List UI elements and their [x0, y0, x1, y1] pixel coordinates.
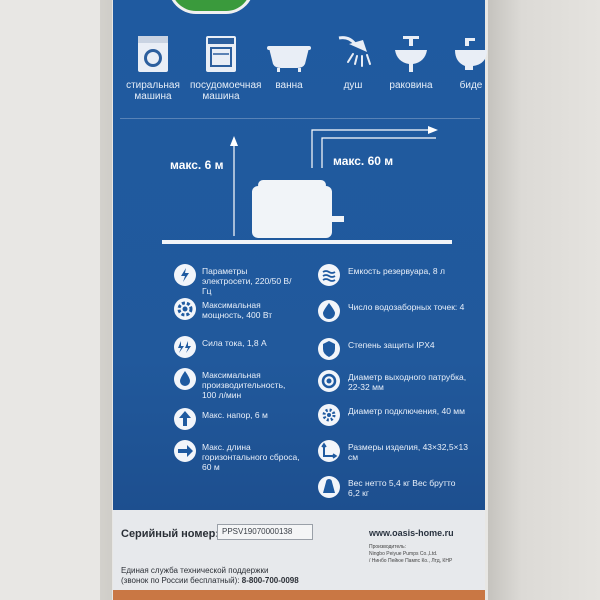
shield-icon — [318, 338, 340, 360]
current-icon — [174, 336, 196, 358]
spec-item: Диаметр выходного патрубка, 22-32 мм — [118, 370, 466, 404]
head-icon — [174, 408, 196, 430]
drop-icon — [318, 300, 340, 322]
appliance-label: стиральная машина — [126, 80, 180, 102]
support-text: Единая служба технической поддержки — [121, 566, 269, 575]
appliance-bathtub: ванна — [258, 34, 320, 91]
connection-icon — [318, 404, 340, 426]
spec-item: Макс. напор, 6 м — [118, 408, 298, 442]
horizontal-icon — [174, 440, 196, 462]
spec-item: Максимальная мощность, 400 Вт — [118, 298, 298, 332]
spec-item: Вес нетто 5,4 кг Вес брутто 6,2 кг — [118, 476, 455, 510]
appliance-row: стиральная машина посудомоечная машина в… — [118, 34, 487, 114]
sink-icon — [395, 36, 427, 72]
box-side — [488, 0, 600, 600]
gear-icon — [174, 298, 196, 320]
bidet-icon — [455, 38, 487, 70]
power-icon — [174, 264, 196, 286]
bathtub-icon — [267, 46, 311, 72]
divider — [120, 118, 480, 119]
appliance-washing-machine: стиральная машина — [122, 34, 184, 102]
orange-band — [113, 590, 485, 600]
spec-item: Число водозаборных точек: 4 — [118, 300, 464, 334]
shower-icon — [338, 36, 371, 67]
appliance-label: ванна — [275, 80, 303, 91]
product-box-panel — [113, 0, 485, 600]
max-height-label: макс. 6 м — [170, 158, 224, 172]
dimensions-icon — [318, 440, 340, 462]
serial-number: PPSV19070000138 — [217, 524, 313, 540]
appliance-label: душ — [343, 80, 363, 91]
spec-item: Макс. длина горизонтального сброса, 60 м — [118, 440, 300, 474]
manufacturer-info: Производитель: Ningbo Peiyue Pumps Co.,L… — [369, 544, 453, 564]
max-distance-label: макс. 60 м — [333, 154, 394, 168]
max-flow-icon — [174, 368, 196, 390]
spec-item: Диаметр подключения, 40 мм — [118, 404, 465, 438]
spec-item: Степень защиты IPX4 — [118, 338, 435, 372]
box-footer: Серийный номер: PPSV19070000138 www.oasi… — [113, 510, 485, 600]
serial-label: Серийный номер: — [121, 528, 220, 540]
diagram-graphic — [162, 126, 452, 244]
washing-machine-icon — [138, 36, 168, 72]
dishwasher-icon — [206, 36, 236, 72]
spec-item: Максимальная производительность, 100 л/м… — [118, 368, 298, 402]
appliance-dishwasher: посудомоечная машина — [190, 34, 262, 102]
appliance-label: посудомоечная машина — [190, 80, 262, 102]
appliance-label: раковина — [389, 80, 433, 91]
spec-item: Емкость резервуара, 8 л — [118, 264, 445, 298]
support-text-line2: (звонок по России бесплатный): 8-800-700… — [121, 576, 299, 585]
spec-item: Размеры изделия, 43×32,5×13 см — [118, 440, 468, 474]
support-phone: 8-800-700-0098 — [241, 576, 299, 585]
spec-list: Параметры электросети, 220/50 В/Гц Макси… — [118, 258, 486, 508]
spec-item: Сила тока, 1,8 А — [118, 336, 298, 370]
tank-icon — [318, 264, 340, 286]
outlet-icon — [318, 370, 340, 392]
spec-item: Параметры электросети, 220/50 В/Гц — [118, 264, 298, 298]
installation-diagram: макс. 6 м макс. 60 м — [118, 124, 486, 254]
appliance-shower: душ — [322, 34, 384, 91]
appliance-sink: раковина — [380, 34, 442, 91]
weight-icon — [318, 476, 340, 498]
website: www.oasis-home.ru — [369, 528, 454, 538]
appliance-bidet: биде — [440, 34, 502, 91]
appliance-label: биде — [459, 80, 483, 91]
